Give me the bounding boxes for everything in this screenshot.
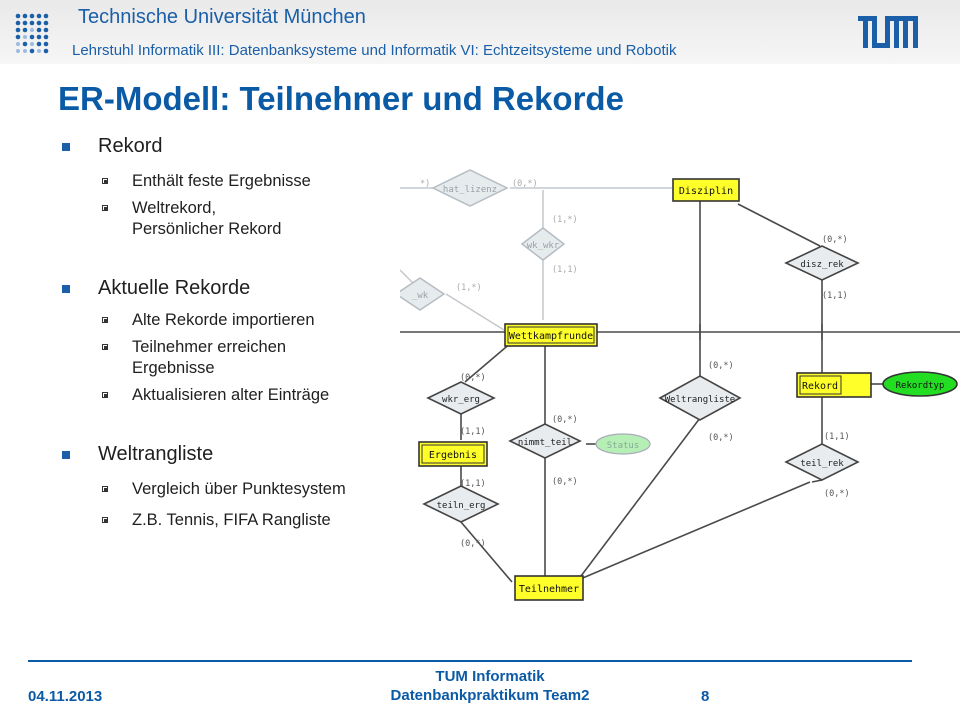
relation-disz-rek: disz_rek (784, 245, 860, 281)
relation-label: hat_lizenz (443, 185, 497, 195)
entity-label: Teilnehmer (519, 584, 579, 595)
sub-bullet-line: Persönlicher Rekord (132, 220, 282, 238)
attribute-status: Status (595, 433, 651, 455)
bullet-rekord: Rekord (58, 134, 418, 158)
sub-bullet: Vergleich über Punktesystem (58, 479, 418, 500)
sub-bullet: Teilnehmer erreichen Ergebnisse (58, 337, 418, 379)
cardinality: (0,*) (552, 415, 578, 425)
relation-teiln-erg: teiln_erg (422, 485, 500, 523)
slide-title: ER-Modell: Teilnehmer und Rekorde (58, 80, 624, 117)
footer-center: TUM Informatik Datenbankpraktikum Team2 (350, 667, 630, 705)
sub-bullet: Weltrekord, Persönlicher Rekord (58, 198, 418, 240)
footer-date: 04.11.2013 (28, 688, 103, 705)
cardinality: (1,1) (460, 427, 486, 437)
cardinality: (1,*) (552, 215, 578, 225)
cardinality: (1,1) (824, 432, 850, 442)
relation-nimmt-teil: nimmt_teil (508, 423, 582, 459)
sub-bullet-line: Weltrekord, (132, 199, 217, 217)
cardinality: (0,*) (708, 433, 734, 443)
bullet-weltrangliste: Weltrangliste (58, 442, 418, 466)
sub-bullet: Aktualisieren alter Einträge (58, 385, 418, 406)
relation-label: nimmt_teil (518, 438, 572, 448)
cardinality: (0,*) (822, 235, 848, 245)
entity-disziplin: Disziplin (672, 178, 740, 202)
relation-weltrangliste: Weltrangliste (658, 375, 742, 421)
cardinality: (0,*) (824, 489, 850, 499)
relation-label: Weltrangliste (665, 395, 735, 405)
attribute-label: Status (607, 441, 640, 451)
chair-name: Lehrstuhl Informatik III: Datenbanksyste… (72, 42, 677, 59)
university-logo-dots (15, 13, 49, 54)
cardinality: *) (420, 179, 430, 189)
cardinality: (0,*) (708, 361, 734, 371)
relation-wk: _wk (400, 277, 446, 311)
relation-label: disz_rek (800, 260, 844, 270)
attribute-rekordtyp: Rekordtyp (882, 371, 958, 397)
cardinality: (0,*) (512, 179, 538, 189)
entity-teilnehmer: Teilnehmer (514, 575, 584, 601)
footer-divider (28, 660, 912, 662)
sub-bullet: Z.B. Tennis, FIFA Rangliste (58, 510, 418, 531)
cardinality: (0,*) (460, 373, 486, 383)
entity-ergebnis: Ergebnis (418, 441, 488, 467)
sub-bullet-line: Ergebnisse (132, 359, 215, 377)
footer-line-2: Datenbankpraktikum Team2 (390, 687, 590, 704)
tum-logo-icon (858, 16, 918, 48)
entity-label: Disziplin (679, 186, 733, 197)
cardinality: (0,*) (460, 539, 486, 549)
university-name: Technische Universität München (78, 6, 366, 28)
relation-wkr-erg: wkr_erg (426, 381, 496, 415)
relation-teil-rek: teil_rek (784, 443, 860, 481)
relation-label: wkr_erg (442, 395, 480, 405)
relation-label: _wk (412, 291, 429, 301)
bullet-aktuelle-rekorde: Aktuelle Rekorde (58, 276, 418, 300)
relation-label: wk_wkr (527, 241, 560, 251)
cardinality: (1,*) (456, 283, 482, 293)
entity-label: Wettkampfrunde (509, 331, 593, 342)
relation-hat-lizenz: hat_lizenz (431, 169, 509, 207)
cardinality: (1,1) (822, 291, 848, 301)
er-diagram: hat_lizenz wk_wkr _wk disz_rek Weltrangl… (400, 169, 960, 601)
relation-label: teiln_erg (437, 501, 486, 511)
sub-bullet-line: Teilnehmer erreichen (132, 338, 287, 356)
bullet-list: Rekord Enthält feste Ergebnisse Weltreko… (58, 134, 418, 531)
slide-header: Technische Universität München Lehrstuhl… (0, 0, 960, 64)
page-number: 8 (701, 688, 710, 705)
cardinality: (1,1) (460, 479, 486, 489)
sub-bullet: Alte Rekorde importieren (58, 310, 418, 331)
footer-line-1: TUM Informatik (435, 668, 545, 685)
cardinality: (0,*) (552, 477, 578, 487)
entity-label: Ergebnis (429, 450, 477, 461)
entity-label: Rekord (802, 381, 838, 392)
attribute-label: Rekordtyp (896, 381, 945, 391)
sub-bullet: Enthält feste Ergebnisse (58, 171, 418, 192)
cardinality: (1,1) (552, 265, 578, 275)
relation-wk-wkr: wk_wkr (520, 227, 566, 261)
entity-rekord: Rekord (796, 372, 872, 398)
entity-wettkampfrunde: Wettkampfrunde (504, 323, 598, 347)
relation-label: teil_rek (800, 459, 844, 469)
